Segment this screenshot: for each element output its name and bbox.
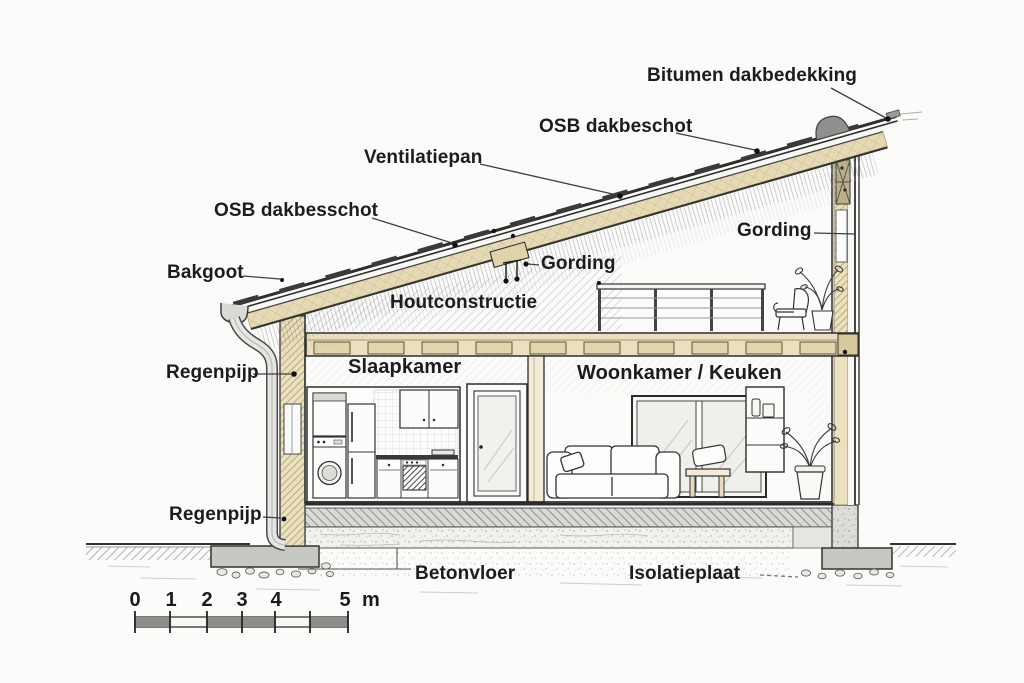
scale-tick-3: 3 xyxy=(236,589,248,611)
foundation-right xyxy=(800,504,895,580)
gravel-left xyxy=(216,562,335,579)
scale-tick-4: 4 xyxy=(270,589,282,611)
oven xyxy=(402,465,427,491)
label-gording-mid: Gording xyxy=(541,253,616,274)
railing xyxy=(596,281,766,331)
coffee-table xyxy=(685,444,731,498)
mezzanine xyxy=(596,265,844,331)
bedroom-door xyxy=(466,383,528,504)
wall-window-panel xyxy=(283,403,302,455)
label-gording-right: Gording xyxy=(737,220,812,241)
downpipe-regenpijp xyxy=(228,315,286,551)
soil-under-slab xyxy=(320,552,790,578)
interior-wall xyxy=(527,355,545,504)
gravel-right xyxy=(800,568,895,580)
label-ventilatiepan: Ventilatiepan xyxy=(364,147,483,168)
door-handle xyxy=(479,445,483,449)
upper-cabinet xyxy=(399,389,459,429)
wall-panel xyxy=(835,209,848,263)
scale-tick-5: 5 xyxy=(339,589,351,611)
ceiling-joists xyxy=(305,332,859,357)
joist-blocks xyxy=(313,341,837,355)
plant-living-room xyxy=(779,423,841,500)
scale-unit: m xyxy=(362,589,380,611)
peak-extension-marks xyxy=(899,111,923,121)
label-bitumen-dakbedekking: Bitumen dakbedekking xyxy=(647,65,857,86)
purlin-detail xyxy=(489,228,530,284)
fridge xyxy=(347,403,376,499)
cooktop xyxy=(431,449,455,456)
vent-dome xyxy=(815,115,851,141)
label-regenpijp-lower: Regenpijp xyxy=(169,504,262,525)
living-room xyxy=(305,386,841,503)
leader-lines xyxy=(242,87,887,578)
label-room-slaapkamer: Slaapkamer xyxy=(348,356,462,378)
label-betonvloer: Betonvloer xyxy=(415,563,516,584)
cabinet-above-washer xyxy=(312,392,347,437)
shelf-unit xyxy=(745,386,785,473)
scale-bar xyxy=(134,611,349,633)
washing-machine xyxy=(312,436,347,499)
kitchen-counter xyxy=(376,449,459,499)
rafter-shadow xyxy=(257,153,879,351)
foundation-left xyxy=(210,545,335,579)
label-osb-dakbesschot-left: OSB dakbesschot xyxy=(214,200,379,221)
scale-tick-2: 2 xyxy=(201,589,213,611)
label-isolatieplaat: Isolatieplaat xyxy=(629,563,741,584)
label-osb-dakbeschot-top: OSB dakbeschot xyxy=(539,116,693,137)
label-room-woonkamer-keuken: Woonkamer / Keuken xyxy=(577,362,782,384)
scale-tick-0: 0 xyxy=(129,589,141,611)
label-bakgoot: Bakgoot xyxy=(167,262,244,283)
floor-assembly xyxy=(302,503,835,578)
leader-dots xyxy=(280,116,891,522)
label-regenpijp-upper: Regenpijp xyxy=(166,362,259,383)
label-houtconstructie: Houtconstructie xyxy=(390,292,538,313)
sofa xyxy=(546,445,681,499)
roof-assembly xyxy=(227,109,901,364)
armchair xyxy=(773,288,810,331)
plant-mezzanine xyxy=(794,265,844,331)
scale-ticks xyxy=(134,611,349,633)
scale-tick-1: 1 xyxy=(165,589,177,611)
bedroom xyxy=(306,383,528,504)
